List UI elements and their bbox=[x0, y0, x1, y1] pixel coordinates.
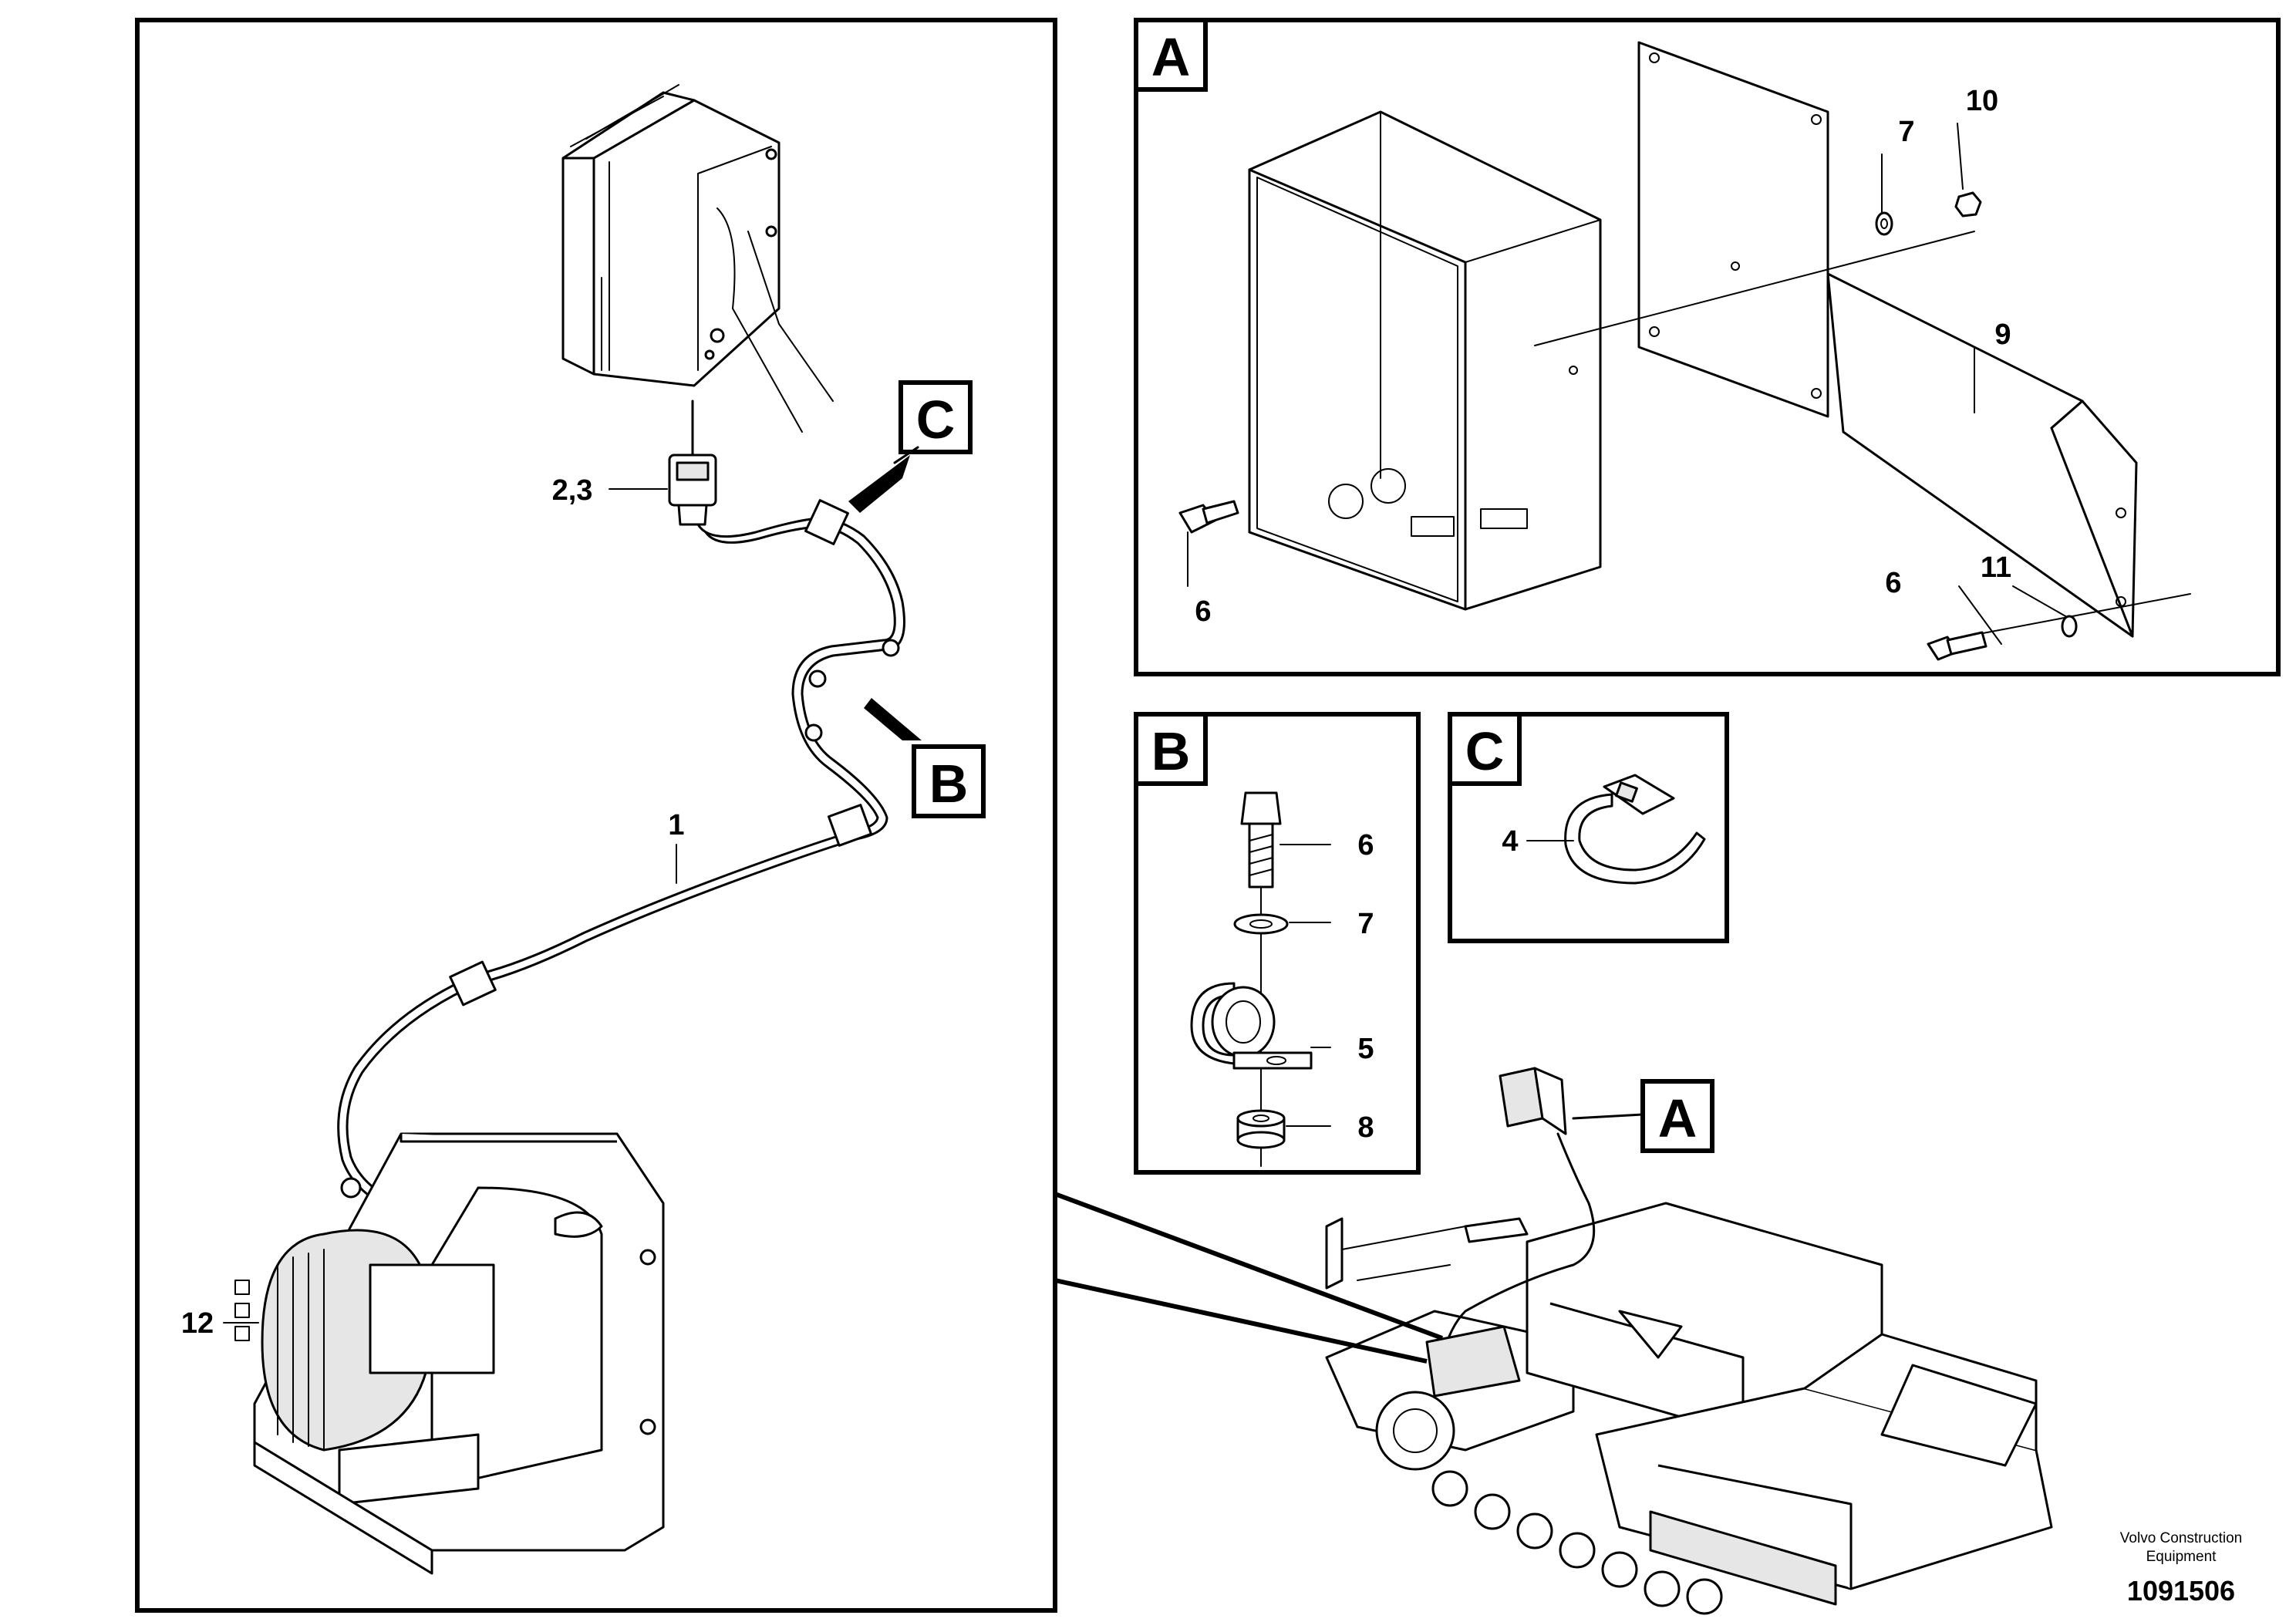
panel-b bbox=[1134, 712, 1421, 1175]
callout-a-6-left: 6 bbox=[1195, 595, 1211, 628]
enclosure-box bbox=[1248, 110, 1602, 611]
callout-b-8: 8 bbox=[1357, 1111, 1374, 1144]
panel-c bbox=[1448, 712, 1729, 943]
callout-a-11: 11 bbox=[1981, 551, 2011, 584]
panel-a-tag-box bbox=[1134, 18, 1208, 92]
cable-tie bbox=[1564, 774, 1706, 885]
overview-tag-c: C bbox=[916, 389, 956, 450]
callout-1: 1 bbox=[668, 809, 684, 841]
washer-b-7 bbox=[1233, 913, 1289, 935]
panel-a-frame bbox=[1134, 18, 2281, 676]
callout-a-10: 10 bbox=[1966, 85, 1998, 117]
pointer-arrow-c bbox=[848, 455, 910, 513]
panel-c-tag-box bbox=[1448, 712, 1522, 786]
generator-assembly bbox=[234, 1132, 665, 1575]
overview-tag-a: A bbox=[1658, 1088, 1698, 1148]
footer-document-number: 1091506 bbox=[2127, 1575, 2235, 1607]
machine-overview bbox=[1325, 1067, 2053, 1615]
control-box bbox=[561, 84, 834, 433]
overview-tag-b: B bbox=[929, 754, 969, 814]
bracket bbox=[1826, 272, 2138, 638]
zoom-line-lower bbox=[1054, 1278, 1428, 1364]
callout-c-4: 4 bbox=[1502, 825, 1518, 858]
bolt-6-right bbox=[1927, 631, 1988, 661]
panel-a-tag: A bbox=[1151, 27, 1191, 87]
washer-7 bbox=[1875, 211, 1893, 236]
callout-12: 12 bbox=[181, 1307, 214, 1340]
panel-b-frame bbox=[1134, 712, 1421, 1175]
spacer-b-8 bbox=[1236, 1109, 1286, 1149]
callout-a-9: 9 bbox=[1994, 319, 2011, 351]
wire-harness bbox=[337, 499, 905, 1212]
callout-a-7: 7 bbox=[1898, 116, 1914, 148]
connector-2-3 bbox=[668, 400, 717, 526]
bolt-6-left bbox=[1178, 500, 1239, 534]
zoom-line-upper bbox=[1054, 1192, 1444, 1340]
panel-b-tag: B bbox=[1151, 721, 1191, 781]
overview-tag-a-box bbox=[1640, 1079, 1714, 1153]
nut-10 bbox=[1954, 191, 1982, 218]
tag-b-box bbox=[912, 744, 986, 818]
pointer-arrow-b bbox=[864, 698, 922, 740]
footer-credit-line1: Volvo Construction bbox=[2120, 1530, 2242, 1546]
callout-b-5: 5 bbox=[1357, 1033, 1374, 1065]
mounting-plate bbox=[1637, 41, 1829, 418]
callout-b-6: 6 bbox=[1357, 829, 1374, 862]
callout-2-3: 2,3 bbox=[552, 474, 593, 507]
panel-b-tag-box bbox=[1134, 712, 1208, 786]
panel-c-tag: C bbox=[1465, 721, 1505, 781]
footer-credit-line2: Equipment bbox=[2146, 1549, 2217, 1565]
main-panel bbox=[135, 18, 1057, 1613]
panel-c-frame bbox=[1448, 712, 1729, 943]
clamp-b-5 bbox=[1190, 982, 1313, 1070]
bolt-b-6 bbox=[1240, 791, 1282, 889]
callout-b-7: 7 bbox=[1357, 908, 1374, 940]
washer-11 bbox=[2061, 615, 2078, 638]
tag-c-box bbox=[899, 380, 973, 454]
panel-a bbox=[1134, 18, 2281, 676]
callout-a-6-right: 6 bbox=[1885, 567, 1901, 599]
